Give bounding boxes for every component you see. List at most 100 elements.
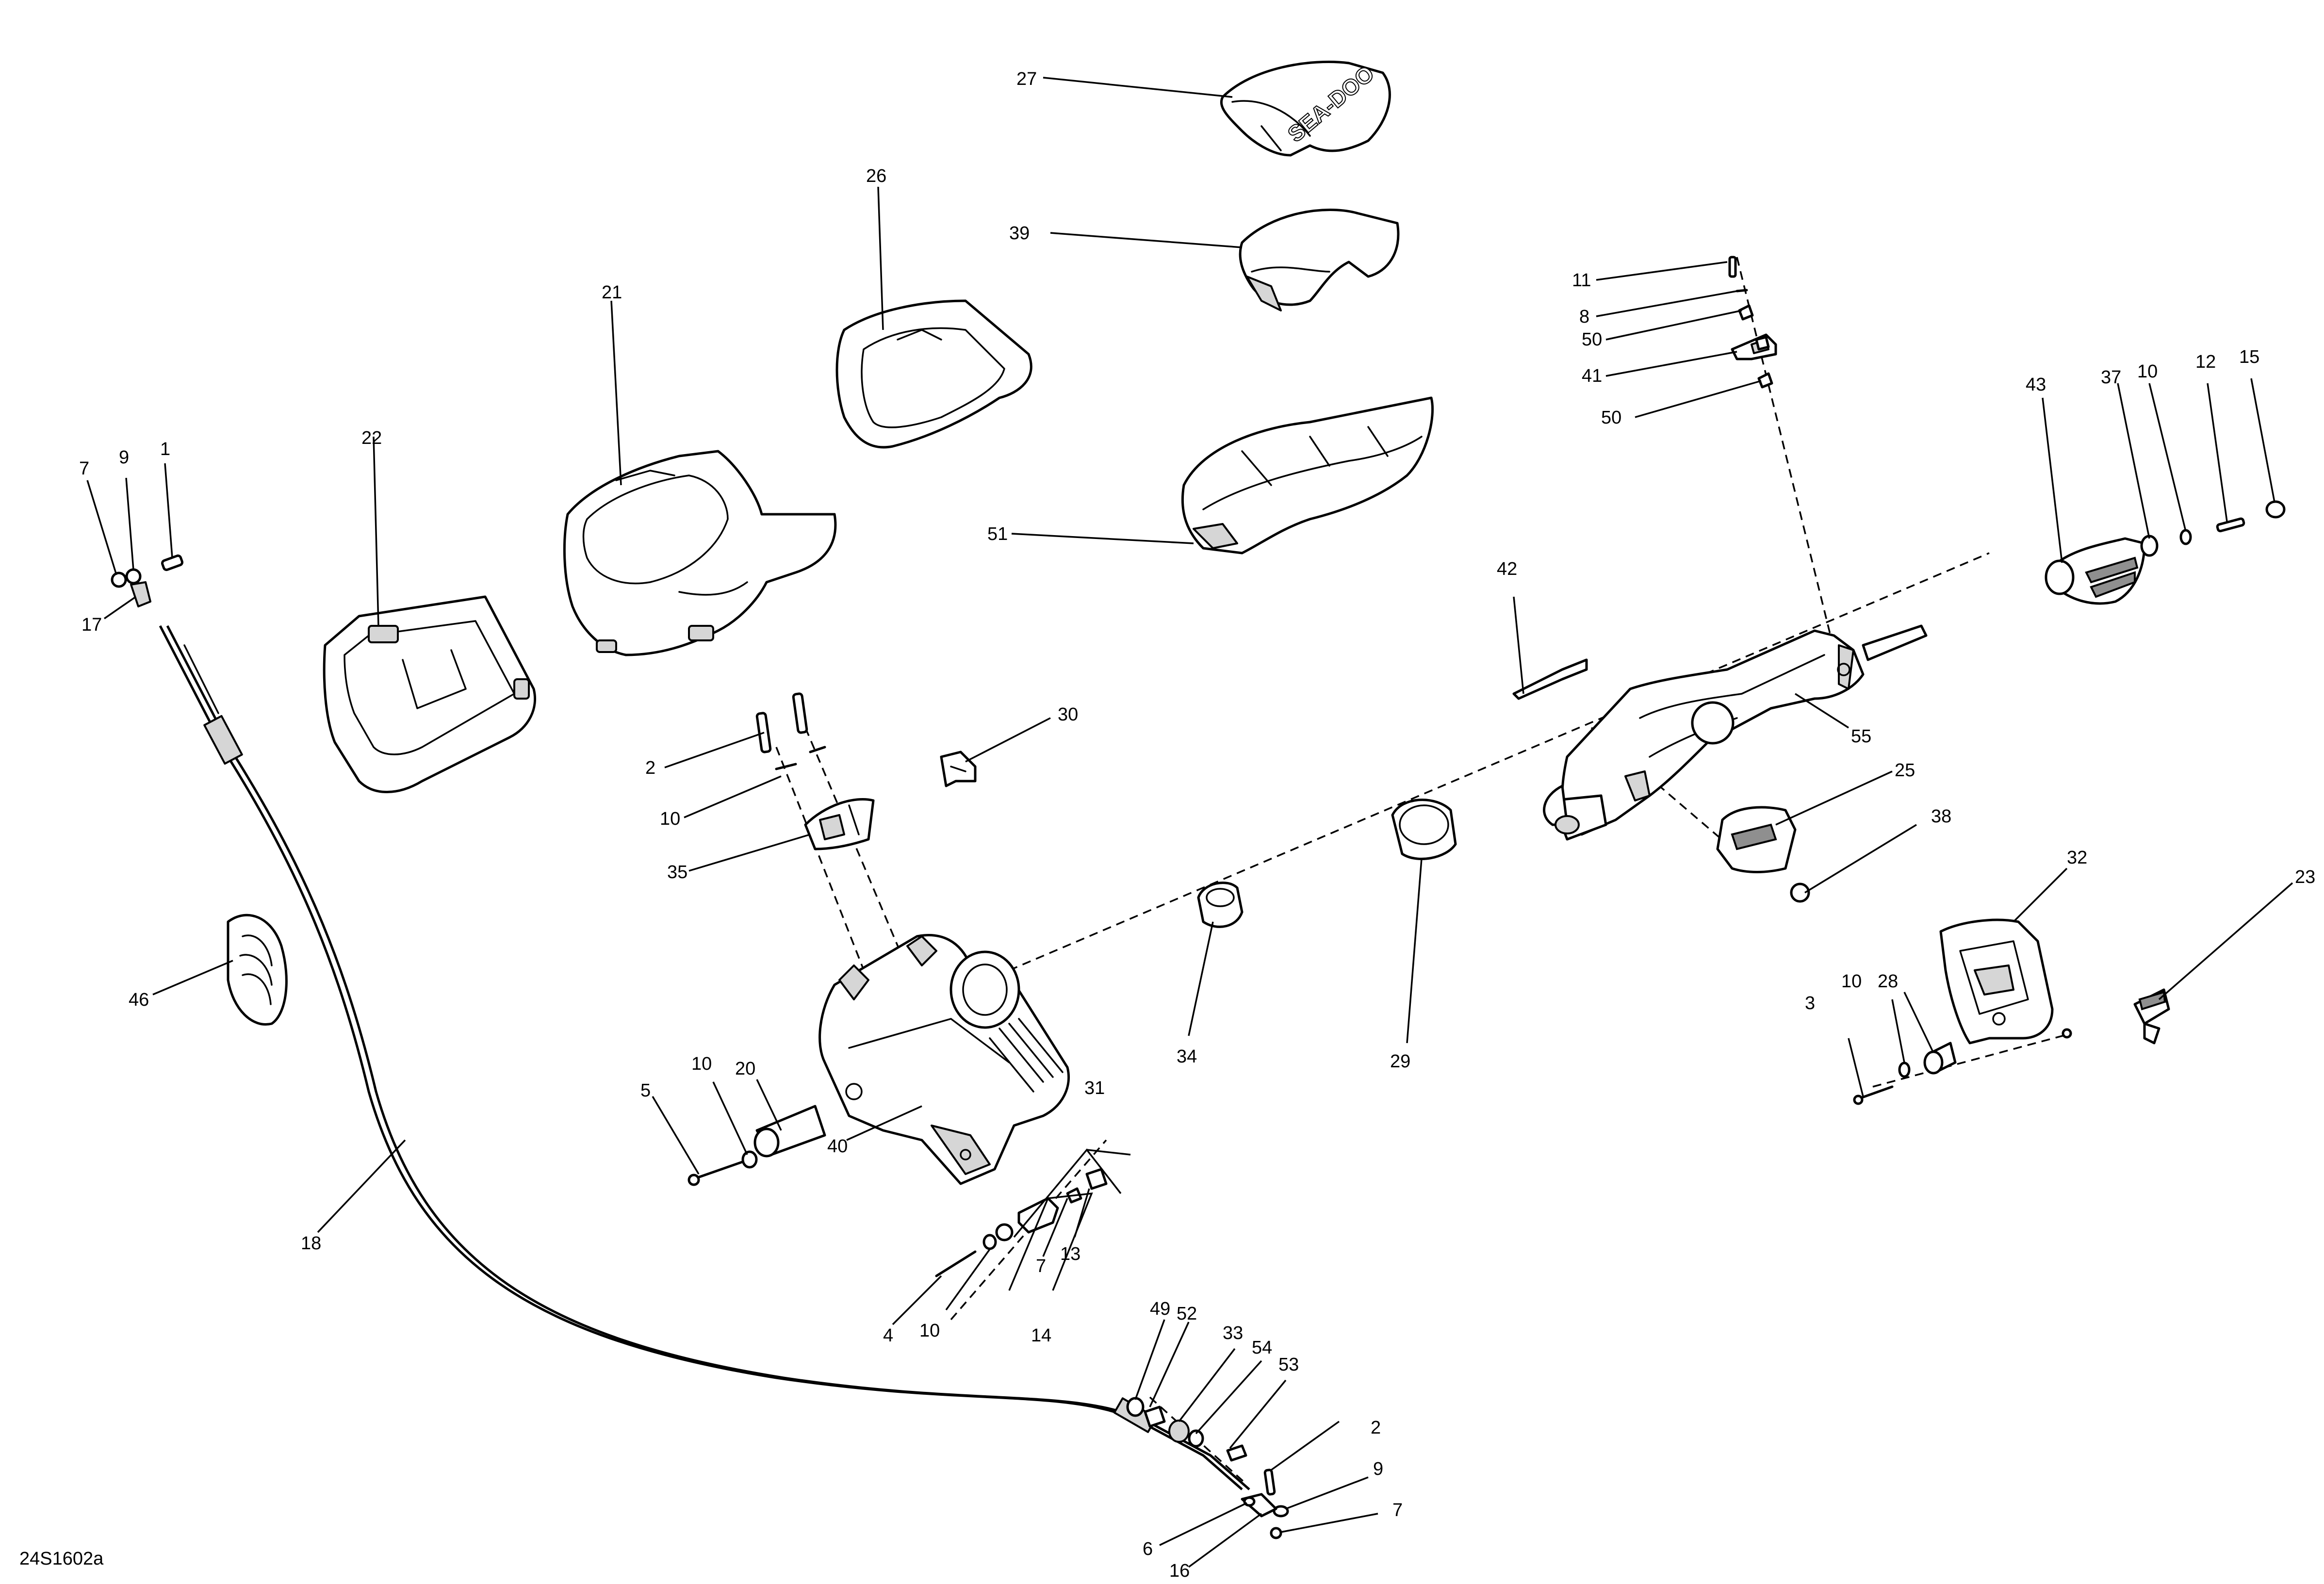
bushing-13 (1085, 1168, 1108, 1190)
nut-7-lower (1270, 1527, 1282, 1539)
ring-29 (1391, 799, 1457, 860)
washer-10-housing (741, 1150, 758, 1169)
cover-screw-axis-2 (804, 727, 913, 980)
clamp-31 (995, 1197, 1059, 1241)
nut-50-upper (1738, 304, 1754, 321)
callout-3: 3 (1805, 993, 1815, 1013)
callout-46: 46 (129, 990, 149, 1010)
nut-49 (1126, 1397, 1145, 1417)
washer-8 (1735, 289, 1748, 293)
callout-25: 25 (1895, 760, 1915, 781)
callout-43: 43 (2026, 375, 2046, 395)
callout-40: 40 (827, 1136, 848, 1157)
callout-10-clamp: 10 (919, 1321, 940, 1341)
spring-33 (1168, 1420, 1190, 1443)
frame-26 (835, 299, 1032, 449)
callout-2-upper: 2 (645, 758, 655, 778)
callout-42: 42 (1497, 559, 1517, 579)
callout-28: 28 (1878, 971, 1898, 992)
callout-2-lower: 2 (1371, 1418, 1381, 1438)
callout-20: 20 (735, 1059, 755, 1079)
callout-17: 17 (82, 615, 102, 635)
screw-2-upper-b (792, 692, 808, 734)
console-21 (563, 450, 837, 656)
cover-39 (1239, 209, 1400, 311)
callout-22: 22 (361, 428, 382, 448)
callout-5: 5 (640, 1080, 651, 1101)
callout-12: 12 (2195, 352, 2216, 372)
steering-column-55 (1543, 624, 1928, 841)
bushing-20 (753, 1105, 826, 1158)
bushing-53 (1226, 1444, 1247, 1462)
callout-8: 8 (1579, 307, 1589, 327)
column-vertical-axis (1736, 257, 1845, 689)
nut-38 (1790, 882, 1810, 903)
callout-41: 41 (1582, 366, 1602, 386)
callout-50-lower: 50 (1601, 408, 1621, 428)
main-shaft-axis (1009, 552, 1990, 971)
callout-39: 39 (1009, 223, 1030, 244)
callout-49: 49 (1150, 1299, 1170, 1319)
grip-43 (2045, 537, 2146, 605)
bracket-32 (1939, 918, 2072, 1045)
callout-55: 55 (1851, 726, 1871, 747)
washer-10-upper (775, 746, 826, 770)
washer-9-upper (125, 568, 142, 585)
screw-4 (935, 1250, 977, 1277)
callout-13: 13 (1060, 1244, 1080, 1264)
callout-1: 1 (160, 439, 170, 459)
callout-30: 30 (1058, 704, 1078, 725)
washer-10-clamp (982, 1234, 997, 1250)
callout-18: 18 (301, 1233, 321, 1254)
callout-33: 33 (1223, 1323, 1243, 1343)
callout-32: 32 (2067, 848, 2087, 868)
callout-38: 38 (1931, 806, 1951, 827)
top-cover-27: SEA-DOO (1220, 60, 1391, 157)
spacer-54 (1188, 1429, 1204, 1448)
callout-10-housing: 10 (691, 1054, 712, 1074)
leader-lines (86, 77, 2293, 1568)
callout-10-grip: 10 (2137, 361, 2158, 382)
callout-35: 35 (667, 862, 687, 882)
screw-5 (687, 1160, 744, 1186)
drawing-reference: 24S1602a (19, 1549, 104, 1569)
faceplate-51 (1181, 396, 1434, 555)
cable-end-17 (130, 581, 151, 607)
callout-labels: 27 39 26 21 22 51 11 8 50 41 50 43 37 10… (79, 69, 2315, 1581)
glove-box-22 (323, 595, 537, 793)
pin-12 (2216, 517, 2245, 533)
callout-31: 31 (1084, 1078, 1105, 1098)
callout-29: 29 (1390, 1051, 1410, 1072)
callout-34: 34 (1177, 1046, 1197, 1067)
steering-housing-40 (818, 934, 1070, 1185)
callout-52: 52 (1177, 1304, 1197, 1324)
callout-4: 4 (883, 1325, 893, 1346)
screw-1-upper (161, 554, 184, 572)
callout-21: 21 (602, 282, 622, 303)
callout-37: 37 (2101, 367, 2121, 388)
boot-46 (227, 914, 288, 1026)
cap-15 (2265, 500, 2286, 519)
spring-clip-42 (1512, 658, 1588, 700)
callout-16: 16 (1169, 1561, 1190, 1581)
callout-7-clamp: 7 (1036, 1256, 1046, 1276)
callout-9-upper: 9 (119, 447, 129, 468)
washer-10-grip (2179, 529, 2192, 545)
switch-25 (1716, 806, 1797, 873)
callout-9-lower: 9 (1373, 1459, 1383, 1479)
upper-cable-end-hardware (111, 554, 184, 607)
callout-23: 23 (2295, 867, 2315, 887)
washer-37 (2140, 535, 2159, 557)
bracket-35 (804, 798, 875, 850)
washer-10-bracket (1898, 1061, 1911, 1078)
sleeve-34 (1197, 882, 1244, 928)
nut-7-upper (111, 572, 127, 588)
callout-51: 51 (987, 524, 1008, 544)
callout-27: 27 (1016, 69, 1037, 89)
callout-6: 6 (1143, 1539, 1153, 1559)
screw-3 (1853, 1085, 1894, 1105)
washer-9-lower (1273, 1505, 1289, 1518)
screw-2-lower (1263, 1469, 1276, 1496)
callout-14: 14 (1031, 1325, 1051, 1346)
